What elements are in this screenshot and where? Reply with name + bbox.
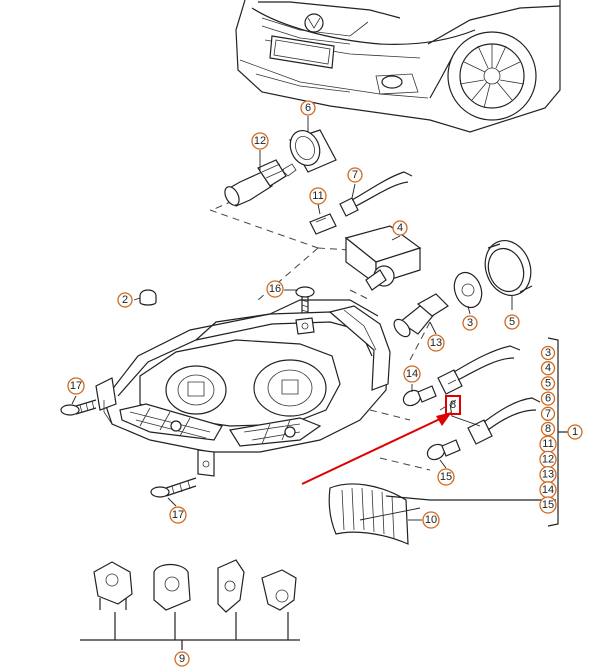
parts-list-item: 13 — [539, 465, 557, 484]
callout-11: 11 — [309, 187, 327, 205]
svg-text:17: 17 — [172, 509, 184, 521]
callout-1: 1 — [567, 424, 583, 440]
callout-9: 9 — [174, 651, 190, 667]
svg-text:8: 8 — [450, 399, 456, 411]
socket-wire-lower-drawing — [467, 397, 541, 445]
callout-7: 7 — [347, 167, 363, 183]
svg-text:15: 15 — [440, 471, 452, 483]
bulb-socket-wire-drawing — [339, 171, 413, 217]
svg-text:12: 12 — [254, 135, 266, 147]
callout-17-bottom: 17 — [169, 506, 187, 524]
parts-list-item-label: 8 — [545, 423, 551, 435]
svg-text:13: 13 — [430, 337, 442, 349]
callout-16: 16 — [266, 280, 284, 298]
parts-list-item: 14 — [539, 481, 557, 499]
parts-list-item-ring — [540, 421, 556, 437]
parts-list-item: 7 — [540, 406, 556, 421]
large-cover-cap-drawing — [484, 240, 533, 296]
socket-wire-upper-drawing — [437, 345, 521, 395]
parts-list-item-ring — [540, 406, 556, 421]
bulb-holder-drawing — [453, 271, 483, 309]
callout-13: 13 — [427, 334, 445, 352]
cover-cap-drawing — [289, 129, 337, 173]
bulb-h7-drawing — [224, 159, 297, 207]
parts-list-item-label: 7 — [545, 408, 551, 420]
callout-12: 12 — [251, 132, 269, 150]
car-front-drawing — [235, 0, 561, 133]
bracket-set-drawing — [80, 559, 300, 650]
reflector-panel-drawing — [328, 483, 409, 545]
svg-text:7: 7 — [352, 169, 358, 181]
callout-6: 6 — [300, 100, 316, 116]
parts-list-item-label: 4 — [545, 362, 551, 374]
callout-15: 15 — [437, 468, 455, 486]
parts-list-item-label: 6 — [545, 393, 551, 405]
callout-4: 4 — [392, 220, 408, 236]
svg-text:1: 1 — [572, 426, 578, 438]
svg-text:9: 9 — [179, 653, 185, 665]
plug-drawing — [139, 289, 157, 306]
callout-14: 14 — [403, 365, 421, 383]
screw-bottom-drawing — [150, 477, 197, 498]
parts-list-item-ring — [540, 376, 556, 391]
parts-list-item-label: 5 — [545, 377, 551, 389]
svg-text:4: 4 — [397, 222, 403, 234]
highlight-box — [445, 395, 461, 415]
parts-list-item: 5 — [540, 376, 556, 391]
headlight-housing-drawing — [95, 299, 391, 477]
highlight-arrow — [301, 412, 452, 485]
parts-list-item-label: 14 — [542, 484, 554, 496]
bulb-h15-drawing — [393, 293, 449, 338]
parts-list-item-label: 13 — [542, 469, 554, 481]
callout-8: 8 — [450, 399, 456, 411]
svg-text:10: 10 — [425, 514, 437, 526]
parts-list-item: 12 — [539, 450, 557, 469]
svg-text:2: 2 — [122, 294, 128, 306]
callout-10: 10 — [422, 511, 440, 529]
parts-list-item: 11 — [539, 435, 557, 453]
svg-text:17: 17 — [70, 380, 82, 392]
callout-3: 3 — [462, 315, 478, 331]
parts-list-item-ring — [540, 361, 556, 376]
svg-text:14: 14 — [406, 368, 418, 380]
parts-list-item-label: 3 — [545, 347, 551, 359]
parts-list: 3 4 5 6 7 8 11 12 13 14 15 — [539, 345, 557, 514]
screw-drawing — [295, 286, 315, 314]
callout-17-left: 17 — [67, 377, 85, 395]
screw-left-drawing — [60, 399, 97, 416]
parts-list-item-ring — [540, 391, 556, 406]
parts-list-item-ring — [539, 496, 557, 514]
parts-list-item: 3 — [540, 345, 556, 361]
callout-5: 5 — [504, 314, 520, 330]
parts-list-item: 15 — [539, 496, 557, 514]
parts-list-item: 8 — [540, 421, 556, 437]
parts-list-item-label: 12 — [542, 453, 554, 465]
svg-text:11: 11 — [312, 190, 323, 202]
parts-list-item: 6 — [540, 391, 556, 406]
svg-text:6: 6 — [305, 102, 311, 114]
svg-text:5: 5 — [509, 316, 515, 328]
leader-lines — [71, 116, 556, 521]
parts-list-item-label: 15 — [542, 499, 554, 511]
bulb-15-drawing — [426, 439, 461, 461]
svg-text:16: 16 — [269, 283, 281, 295]
parts-list-item: 4 — [540, 361, 556, 376]
parts-list-item-label: 11 — [542, 438, 553, 450]
wedge-bulb-drawing — [309, 213, 337, 235]
control-unit-drawing — [344, 225, 422, 291]
parts-list-bracket — [547, 337, 568, 527]
svg-text:3: 3 — [467, 317, 473, 329]
parts-list-item-ring — [540, 345, 556, 361]
callout-2: 2 — [117, 292, 133, 308]
side-bulb-drawing — [402, 385, 437, 407]
